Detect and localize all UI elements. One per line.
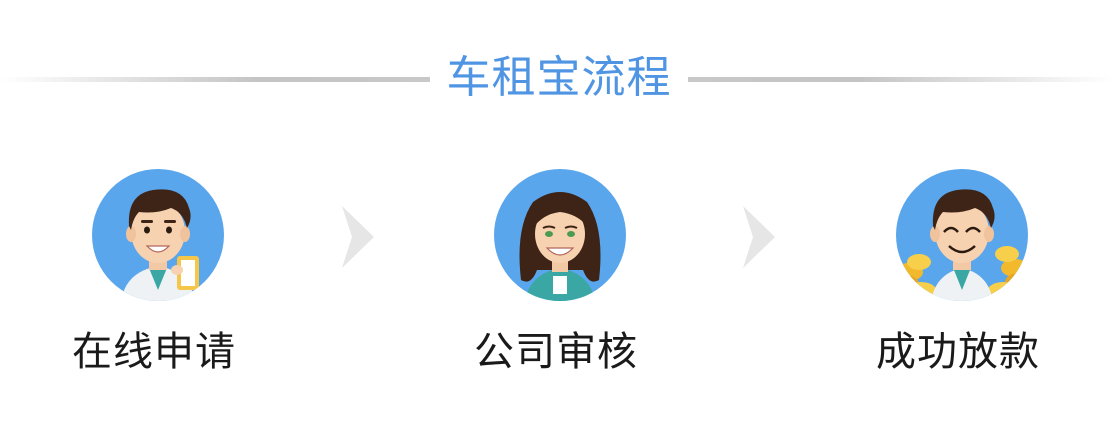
step-company-review: 公司审核 [446,168,666,388]
chevron-right-icon [342,206,374,268]
chevron-right-icon [743,206,775,268]
loan-success-avatar-icon [896,169,1028,301]
divider-left [0,77,430,82]
section-title: 车租宝流程 [446,52,672,103]
step-loan-success: 成功放款 [848,168,1068,388]
step-label: 成功放款 [876,329,1040,375]
step-online-apply: 在线申请 [44,168,264,388]
step-label: 在线申请 [72,329,236,375]
applicant-avatar-icon [92,169,224,301]
reviewer-avatar-icon [494,169,626,301]
divider-right [688,77,1113,82]
section-header: 车租宝流程 [0,48,1113,108]
step-label: 公司审核 [474,329,638,375]
